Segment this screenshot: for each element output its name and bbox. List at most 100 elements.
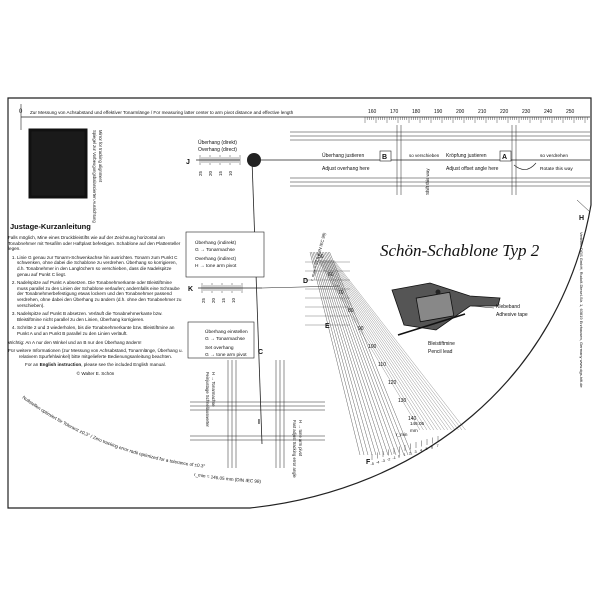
j-scale-20: 20	[208, 170, 213, 176]
letter-a: A	[502, 154, 507, 161]
bottom-scale-number: 6	[431, 446, 433, 450]
fan-line	[328, 259, 452, 431]
bottom-scale-number: 3	[415, 450, 417, 454]
instructions-english: For an English instruction, please see t…	[8, 362, 183, 368]
pencil-en: Pencil lead	[428, 349, 453, 355]
fan-line	[326, 259, 445, 431]
overhang-direct-block: Überhang (direkt) Overhang (direct) J 25…	[186, 139, 261, 176]
ruler-number: 220	[500, 109, 509, 115]
letter-f: F	[366, 459, 371, 466]
ruler-number: 190	[434, 109, 443, 115]
fan-line	[321, 251, 393, 456]
k-scale-10: 10	[231, 297, 236, 303]
cartridge-illustration: Klebeband Adhesive tape Bleistiftmine Pe…	[391, 282, 528, 355]
bottom-scale-number: -5	[371, 462, 374, 466]
fine-adjust-de2: H → Tonarmachse	[211, 372, 216, 407]
fan-line	[327, 259, 449, 431]
english-bold: English instruction	[39, 362, 82, 368]
instruction-step: Linie G genau zur Tonarm-Schwenkachse hi…	[17, 255, 183, 277]
set-overhang-block: Überhang einstellen G → Tonarmachse Set …	[187, 321, 330, 359]
shift-en: Shift this way	[425, 168, 430, 195]
rotate-arrow-icon	[513, 162, 537, 170]
tape-en: Adhesive tape	[496, 312, 528, 318]
instructions-more-info: Für weitere Informationen (zur Messung v…	[8, 348, 183, 359]
rotate-en: Rotate this way	[540, 166, 573, 172]
ruler-number: 230	[522, 109, 531, 115]
letter-i: I	[258, 419, 260, 426]
indirect-g-label: G → Tonarmachse	[195, 247, 235, 253]
instructions-intro: Falls möglich, Mine eines Druckbleistift…	[8, 235, 181, 252]
bottom-scale-number: 5	[426, 447, 428, 451]
letter-c: C	[258, 349, 263, 356]
radius-number: 110	[378, 362, 386, 368]
fan-line	[323, 251, 397, 456]
shift-de: so verschieben	[409, 153, 440, 158]
radius-number: 70	[338, 290, 344, 296]
fan-line	[320, 251, 389, 456]
fan-line	[323, 259, 438, 431]
adjust-overhang-de: Überhang justieren	[322, 152, 364, 159]
fine-adjust-de: Feinjustage Schnellauswerter	[205, 372, 210, 428]
radius-number: 90	[358, 326, 364, 332]
ruler-number: 180	[412, 109, 421, 115]
instruction-step: Schritte 2 und 3 wiederholen, bis die To…	[17, 325, 183, 336]
letter-k: K	[188, 286, 193, 293]
k-scale-15: 15	[221, 297, 226, 303]
instructions-important: Wichtig: An A nur den Winkel und an B nu…	[8, 339, 142, 345]
fan-line	[309, 251, 361, 456]
mirror-label-de: Spiegel zur Vorbeugungsbalancierten Ausr…	[92, 130, 97, 223]
radius-number: 50	[318, 254, 324, 260]
bottom-scale-number: -3	[382, 459, 385, 463]
fan-line	[329, 259, 456, 431]
mirror-label-en: Mirror for tracking alignment	[98, 130, 103, 183]
bottom-scale-number: 2	[409, 452, 411, 456]
cartridge-screw-icon	[435, 289, 441, 295]
fan-line	[331, 259, 459, 431]
set-overhang-g-en: G → tone arm pivot	[205, 352, 247, 358]
radius-number: 100	[368, 344, 377, 350]
header-ruler: 0 Zur Messung von Achsabstand und effekt…	[19, 104, 590, 130]
fan-line	[327, 251, 409, 456]
pencil-de: Bleistiftmine	[428, 341, 455, 347]
set-overhang-en: Set overhang	[205, 345, 234, 351]
rotate-de: so verdrehen	[540, 153, 568, 159]
bottom-scale-number: -4	[376, 461, 379, 465]
alignment-grid: Überhang justieren Adjust overhang here …	[290, 125, 591, 222]
ruler-number: 200	[456, 109, 465, 115]
j-scale-25: 25	[198, 170, 203, 176]
instruction-step: Nadelspitze auf Punkt B absetzen. Verläu…	[17, 311, 183, 322]
letter-b: B	[382, 154, 387, 161]
ruler-ticks	[364, 117, 588, 123]
indirect-h-label: H → tone arm pivot	[195, 263, 237, 269]
fine-adjust-en2: H → tone arm pivot	[298, 420, 303, 457]
overhang-indirect-scale	[201, 283, 243, 293]
mirror-label: Spiegel zur Vorbeugungsbalancierten Ausr…	[92, 130, 103, 223]
ruler-number: 250	[566, 109, 575, 115]
radius-number: 130	[398, 398, 407, 404]
english-post: , please see the included English manual…	[81, 362, 166, 368]
ruler-title: Zur Messung von Achsabstand und effektiv…	[30, 110, 294, 115]
vertical-distributor-text: Vertrieb: DGS GmbH, Rudolf-Diesel-Str. 1…	[579, 232, 584, 388]
radius-number: 140	[408, 416, 417, 422]
overhang-direct-title-de: Überhang (direkt)	[198, 139, 237, 146]
offset-de: Kröpfung justieren	[446, 153, 487, 159]
ruler-number: 210	[478, 109, 487, 115]
rmin-label: r_min	[396, 432, 408, 437]
radius-number: 60	[328, 272, 334, 278]
fan-line	[320, 259, 428, 431]
fan-line	[315, 251, 377, 456]
rmin-value: 146.05	[410, 421, 424, 426]
offset-en: Adjust offset angle here	[446, 166, 499, 172]
fan-line	[321, 259, 431, 431]
protractor-outline	[7, 97, 592, 509]
fine-adjust-grid: Feinjustage Schnellauswerter H → Tonarma…	[190, 360, 325, 478]
letter-j: J	[186, 159, 190, 166]
letter-d: D	[303, 278, 308, 285]
fan-line	[326, 251, 405, 456]
pencil-lead-icon	[397, 313, 466, 336]
fan-line	[314, 251, 373, 456]
overhang-direct-scale-numbers: 25 20 15 10	[198, 170, 233, 176]
